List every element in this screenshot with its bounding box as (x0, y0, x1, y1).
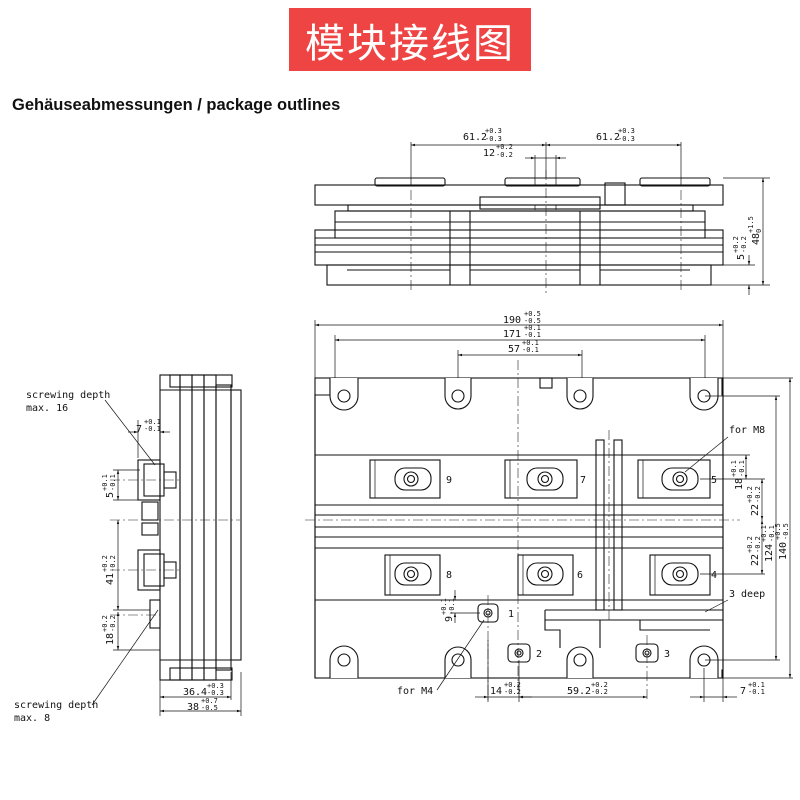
dim-22-upper-tol-dn: -0.2 (754, 486, 762, 503)
dim-22-lower-tol-dn: -0.2 (754, 536, 762, 553)
dim-57-tol-up: +0.1 (522, 339, 539, 347)
terminal-screw-8 (394, 562, 432, 586)
dim-5-top-tol-dn: -0.2 (740, 236, 748, 253)
dim-22-lower: 22 (750, 554, 761, 566)
dim-171-tol-dn: -0.1 (524, 331, 541, 339)
dim-38-tol-dn: -0.5 (201, 704, 218, 712)
terminal-screw-9 (394, 467, 432, 491)
terminal-screw-5 (661, 467, 699, 491)
dim-14: 14 (490, 686, 502, 697)
dim-57-tol-dn: -0.1 (522, 346, 539, 354)
dim-36-4-tol-up: +0.3 (207, 682, 224, 690)
dim-61-left: 61.2 (463, 132, 487, 143)
screw-depth-top-line2: max. 16 (26, 403, 68, 414)
top-view: 61.2 +0.3 -0.3 61.2 +0.3 -0.3 12 +0.2 -0… (314, 127, 770, 295)
terminal-label-8: 8 (446, 570, 452, 581)
dim-171-tol-up: +0.1 (524, 324, 541, 332)
dim-14-tol-dn: -0.2 (504, 688, 521, 696)
dim-9-tol-up: +0.1 (440, 598, 448, 615)
dim-22-upper: 22 (750, 504, 761, 516)
dim-59-2-tol-dn: -0.2 (591, 688, 608, 696)
dim-5-side-tol-dn: -0.1 (109, 474, 117, 491)
dim-190: 190 (503, 315, 521, 326)
dim-61-right: 61.2 (596, 132, 620, 143)
dim-18-front-tol-dn: -0.1 (738, 460, 746, 477)
terminal-screw-7 (526, 467, 564, 491)
dim-48-tol-up: +1.5 (747, 216, 755, 233)
terminal-label-9: 9 (446, 475, 452, 486)
dim-140-tol-dn: -0.5 (782, 523, 790, 540)
terminal-label-1: 1 (508, 609, 514, 620)
dim-12: 12 (483, 148, 495, 159)
dim-5-side-tol-up: +0.1 (101, 474, 109, 491)
dim-140-tol-up: +0.5 (774, 523, 782, 540)
dim-41-side: 41 (105, 573, 116, 585)
screw-depth-bot-line2: max. 8 (14, 713, 50, 724)
dim-5-top-tol-up: +0.2 (732, 236, 740, 253)
three-deep-label: 3 deep (729, 589, 765, 600)
dim-18-front: 18 (734, 478, 745, 490)
dim-124-tol-up: +0.1 (760, 525, 768, 542)
terminal-label-3: 3 (664, 649, 670, 660)
dim-18-front-tol-up: +0.1 (730, 460, 738, 477)
dim-124: 124 (764, 544, 775, 562)
side-view: screwing depth max. 16 screwing depth ma… (14, 374, 242, 724)
dim-61-right-tol-up: +0.3 (618, 127, 635, 135)
dim-18-side-tol-dn: -0.2 (109, 615, 117, 632)
dim-124-tol-dn: -0.1 (768, 525, 776, 542)
for-m4-label: for M4 (397, 686, 433, 697)
title-banner: 模块接线图 (289, 8, 531, 71)
terminal-label-6: 6 (577, 570, 583, 581)
dim-41-side-tol-dn: -0.2 (109, 555, 117, 572)
package-outlines-heading: Gehäuseabmessungen / package outlines (12, 96, 341, 114)
dim-7-front-tol-up: +0.1 (748, 681, 765, 689)
dim-18-side-tol-up: +0.2 (101, 615, 109, 632)
dim-59-2-tol-up: +0.2 (591, 681, 608, 689)
dim-22-lower-tol-up: +0.2 (746, 536, 754, 553)
dim-38-tol-up: +0.7 (201, 697, 218, 705)
dim-9-tol-dn: -0.1 (448, 598, 456, 615)
dim-5-top: 5 (736, 254, 747, 260)
dim-9: 9 (444, 616, 455, 622)
dim-48-tol-dn: 0 (755, 229, 763, 233)
dim-5-side: 5 (105, 492, 116, 498)
terminal-screw-6 (526, 562, 564, 586)
dim-140: 140 (778, 542, 789, 560)
dim-7-side: 7 (136, 424, 142, 435)
dim-61-left-tol-dn: -0.3 (485, 135, 502, 143)
dim-61-right-tol-dn: -0.3 (618, 135, 635, 143)
dim-36-4: 36.4 (183, 687, 207, 698)
dim-14-tol-up: +0.2 (504, 681, 521, 689)
dim-7-side-tol-up: +0.1 (144, 418, 161, 426)
dim-190-tol-dn: -0.5 (524, 317, 541, 325)
dim-36-4-tol-dn: -0.3 (207, 689, 224, 697)
screw-depth-bot-line1: screwing depth (14, 700, 98, 711)
dim-59-2: 59.2 (567, 686, 591, 697)
dim-7-front-tol-dn: -0.1 (748, 688, 765, 696)
dim-48: 48 (751, 233, 762, 245)
dim-7-front: 7 (740, 686, 746, 697)
dim-22-upper-tol-up: +0.2 (746, 486, 754, 503)
dim-41-side-tol-up: +0.2 (101, 555, 109, 572)
terminal-label-7: 7 (580, 475, 586, 486)
terminal-label-4: 4 (711, 570, 717, 581)
dim-12-tol-up: +0.2 (496, 143, 513, 151)
dim-57: 57 (508, 344, 520, 355)
dim-61-left-tol-up: +0.3 (485, 127, 502, 135)
dim-38: 38 (187, 702, 199, 713)
dim-190-tol-up: +0.5 (524, 310, 541, 318)
for-m8-label: for M8 (729, 425, 765, 436)
dim-171: 171 (503, 329, 521, 340)
aux-terminal-2 (507, 643, 531, 663)
dim-12-tol-dn: -0.2 (496, 151, 513, 159)
front-view: 190 +0.5 -0.5 171 +0.1 -0.1 57 +0.1 -0.1 (305, 310, 793, 702)
terminal-label-5: 5 (711, 475, 717, 486)
dim-7-side-tol-dn: -0.1 (144, 425, 161, 433)
dim-18-side: 18 (105, 633, 116, 645)
terminal-label-2: 2 (536, 649, 542, 660)
terminal-screw-4 (661, 562, 699, 586)
screw-depth-top-line1: screwing depth (26, 390, 110, 401)
